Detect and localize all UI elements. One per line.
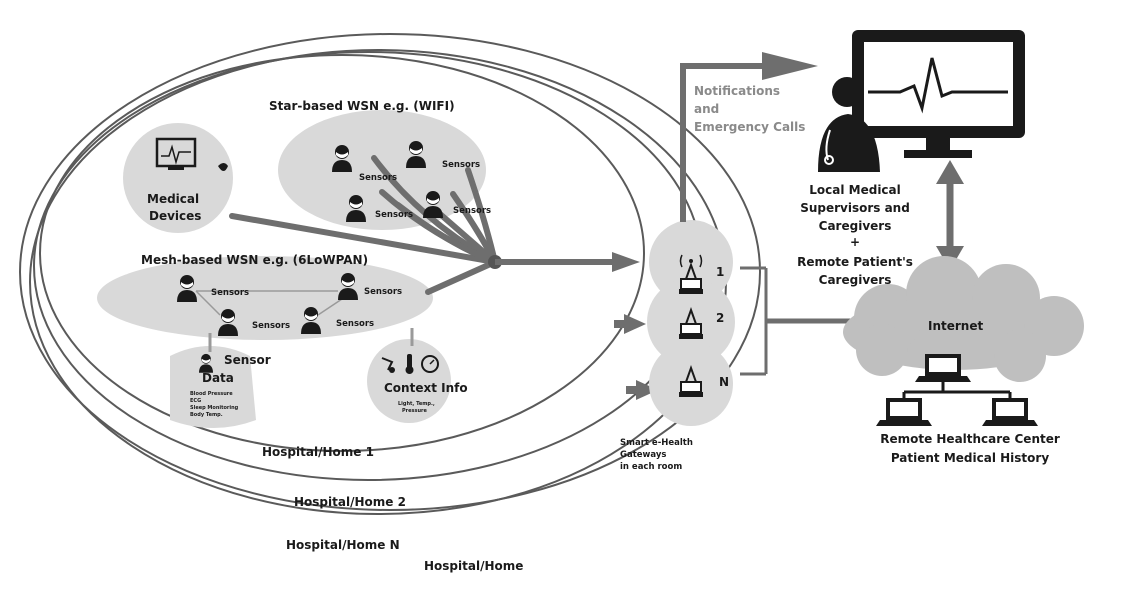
arrow-to-gateway-n xyxy=(636,380,658,400)
sensor-data-item: Blood Pressure xyxy=(190,391,233,397)
laptop-right-icon xyxy=(982,398,1038,426)
sensors-label: Sensors xyxy=(359,173,397,183)
sensor-data-bubble xyxy=(170,346,256,428)
notifications-label: and xyxy=(694,102,719,116)
svg-text:Caregivers: Caregivers xyxy=(819,219,892,233)
supervisors-label: Local Medical Supervisors and Caregivers… xyxy=(797,183,913,287)
hospital-home-label: Hospital/Home xyxy=(424,559,523,573)
notifications-path xyxy=(680,63,766,222)
medical-devices-label-line1: Medical xyxy=(147,192,199,206)
sensors-label: Sensors xyxy=(364,287,402,297)
internet-label: Internet xyxy=(928,319,983,333)
hospital-home-1-label: Hospital/Home 1 xyxy=(262,445,374,459)
svg-text:Remote Healthcare Center: Remote Healthcare Center xyxy=(880,432,1060,446)
svg-text:Local Medical: Local Medical xyxy=(809,183,901,197)
sensor-data-title-line2: Data xyxy=(202,371,234,385)
svg-text:Remote Patient's: Remote Patient's xyxy=(797,255,913,269)
svg-text:+: + xyxy=(850,235,860,249)
medical-devices-label-line2: Devices xyxy=(149,209,201,223)
sensors-label: Sensors xyxy=(453,206,491,216)
context-info-title: Context Info xyxy=(384,381,468,395)
gateway-1-icon xyxy=(678,254,704,295)
arrow-up xyxy=(936,160,964,184)
sensor-data-title-line1: Sensor xyxy=(224,353,271,367)
gateway-2-label: 2 xyxy=(716,311,724,325)
notifications-label: Emergency Calls xyxy=(694,120,805,134)
sensor-data-item: ECG xyxy=(190,398,201,404)
svg-text:Caregivers: Caregivers xyxy=(819,273,892,287)
star-wsn-title: Star-based WSN e.g. (WIFI) xyxy=(269,99,455,113)
arrow-to-gateway-2 xyxy=(624,314,646,334)
gateways-caption: Smart e-Health xyxy=(620,438,693,448)
sensors-label: Sensors xyxy=(211,288,249,298)
gateway-1-label: 1 xyxy=(716,265,724,279)
internet-cloud xyxy=(843,256,1084,382)
gateways-caption: Gateways xyxy=(620,450,666,460)
context-info-icons xyxy=(381,354,439,374)
gateway-2-bubble xyxy=(647,278,735,366)
context-info-item: Light, Temp., xyxy=(398,401,435,407)
notifications-label: Notifications xyxy=(694,84,780,98)
heartbeat-line xyxy=(868,57,1008,114)
sensor-data-item: Sleep Monitoring xyxy=(190,405,239,411)
notifications-arrow xyxy=(762,52,818,80)
doctor-icon xyxy=(818,77,880,172)
sensors-label: Sensors xyxy=(375,210,413,220)
mesh-wsn-title: Mesh-based WSN e.g. (6LoWPAN) xyxy=(141,253,368,267)
svg-text:Patient Medical History: Patient Medical History xyxy=(891,451,1049,465)
medical-device-icon xyxy=(155,137,228,171)
context-info-item: Pressure xyxy=(402,408,427,414)
hospital-home-n-label: Hospital/Home N xyxy=(286,538,400,552)
laptop-left-icon xyxy=(876,398,932,426)
hospital-home-1-ellipse xyxy=(39,54,645,452)
remote-center-label: Remote Healthcare Center Patient Medical… xyxy=(880,432,1060,465)
sensor-data-item: Body Temp. xyxy=(190,412,223,418)
hospital-home-ellipse xyxy=(19,33,761,511)
svg-text:Supervisors and: Supervisors and xyxy=(800,201,910,215)
gateways-caption: in each room xyxy=(620,462,682,472)
arrow-to-gateway-1 xyxy=(612,252,640,272)
medical-devices-bubble xyxy=(123,123,233,233)
gateway-n-label: N xyxy=(719,375,729,389)
sensors-label: Sensors xyxy=(252,321,290,331)
sensors-label: Sensors xyxy=(336,319,374,329)
hospital-home-2-label: Hospital/Home 2 xyxy=(294,495,406,509)
sensors-label: Sensors xyxy=(442,160,480,170)
